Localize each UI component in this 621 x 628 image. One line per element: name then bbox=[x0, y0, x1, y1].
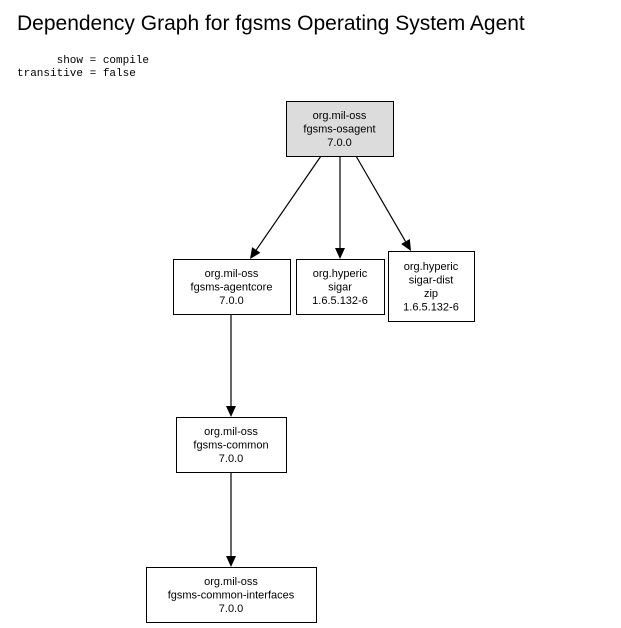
node-label-line: org.mil-oss bbox=[204, 576, 258, 588]
edge-line bbox=[355, 155, 407, 242]
node-label-line: 1.6.5.132-6 bbox=[403, 301, 459, 313]
node-label-line: sigar-dist bbox=[409, 274, 454, 286]
arrowhead bbox=[401, 238, 411, 251]
node-label-line: 1.6.5.132-6 bbox=[312, 295, 368, 307]
node-box bbox=[176, 417, 287, 473]
node-label-line: org.mil-oss bbox=[313, 110, 367, 122]
node-label-line: 7.0.0 bbox=[327, 137, 351, 149]
param-transitive: transitive = false bbox=[17, 68, 136, 80]
node-box bbox=[173, 259, 291, 315]
dependency-edges bbox=[226, 155, 411, 567]
node-label-line: fgsms-agentcore bbox=[191, 282, 273, 294]
node-label-line: zip bbox=[424, 288, 438, 300]
node-label-line: 7.0.0 bbox=[219, 603, 243, 615]
node-box bbox=[388, 251, 475, 322]
node-label-line: fgsms-common-interfaces bbox=[168, 590, 295, 602]
node-label-line: org.mil-oss bbox=[205, 268, 259, 280]
arrowhead bbox=[226, 556, 236, 567]
node-label-line: 7.0.0 bbox=[219, 295, 243, 307]
node-label-line: fgsms-osagent bbox=[303, 124, 375, 136]
node-label-line: org.hyperic bbox=[404, 261, 459, 273]
node-label-line: org.hyperic bbox=[313, 268, 368, 280]
graph-title: Dependency Graph for fgsms Operating Sys… bbox=[17, 12, 525, 35]
node-label-line: sigar bbox=[328, 282, 352, 294]
node-box bbox=[296, 259, 385, 315]
edge-osagent-to-agentcore bbox=[250, 155, 322, 259]
node-label-line: fgsms-common bbox=[193, 440, 268, 452]
param-show: show = compile bbox=[17, 55, 149, 67]
dependency-nodes: org.mil-ossfgsms-osagent7.0.0org.mil-oss… bbox=[146, 101, 475, 623]
node-box bbox=[146, 567, 317, 623]
edge-agentcore-to-common bbox=[226, 314, 236, 417]
edge-common-to-common-interfaces bbox=[226, 472, 236, 567]
edge-osagent-to-sigar bbox=[335, 156, 345, 259]
node-label-line: org.mil-oss bbox=[204, 426, 258, 438]
arrowhead bbox=[250, 247, 261, 259]
arrowhead bbox=[335, 248, 345, 259]
node-box bbox=[286, 101, 394, 157]
node-label-line: 7.0.0 bbox=[219, 453, 243, 465]
edge-line bbox=[255, 155, 322, 251]
edge-osagent-to-sigar-dist bbox=[355, 155, 411, 251]
arrowhead bbox=[226, 406, 236, 417]
